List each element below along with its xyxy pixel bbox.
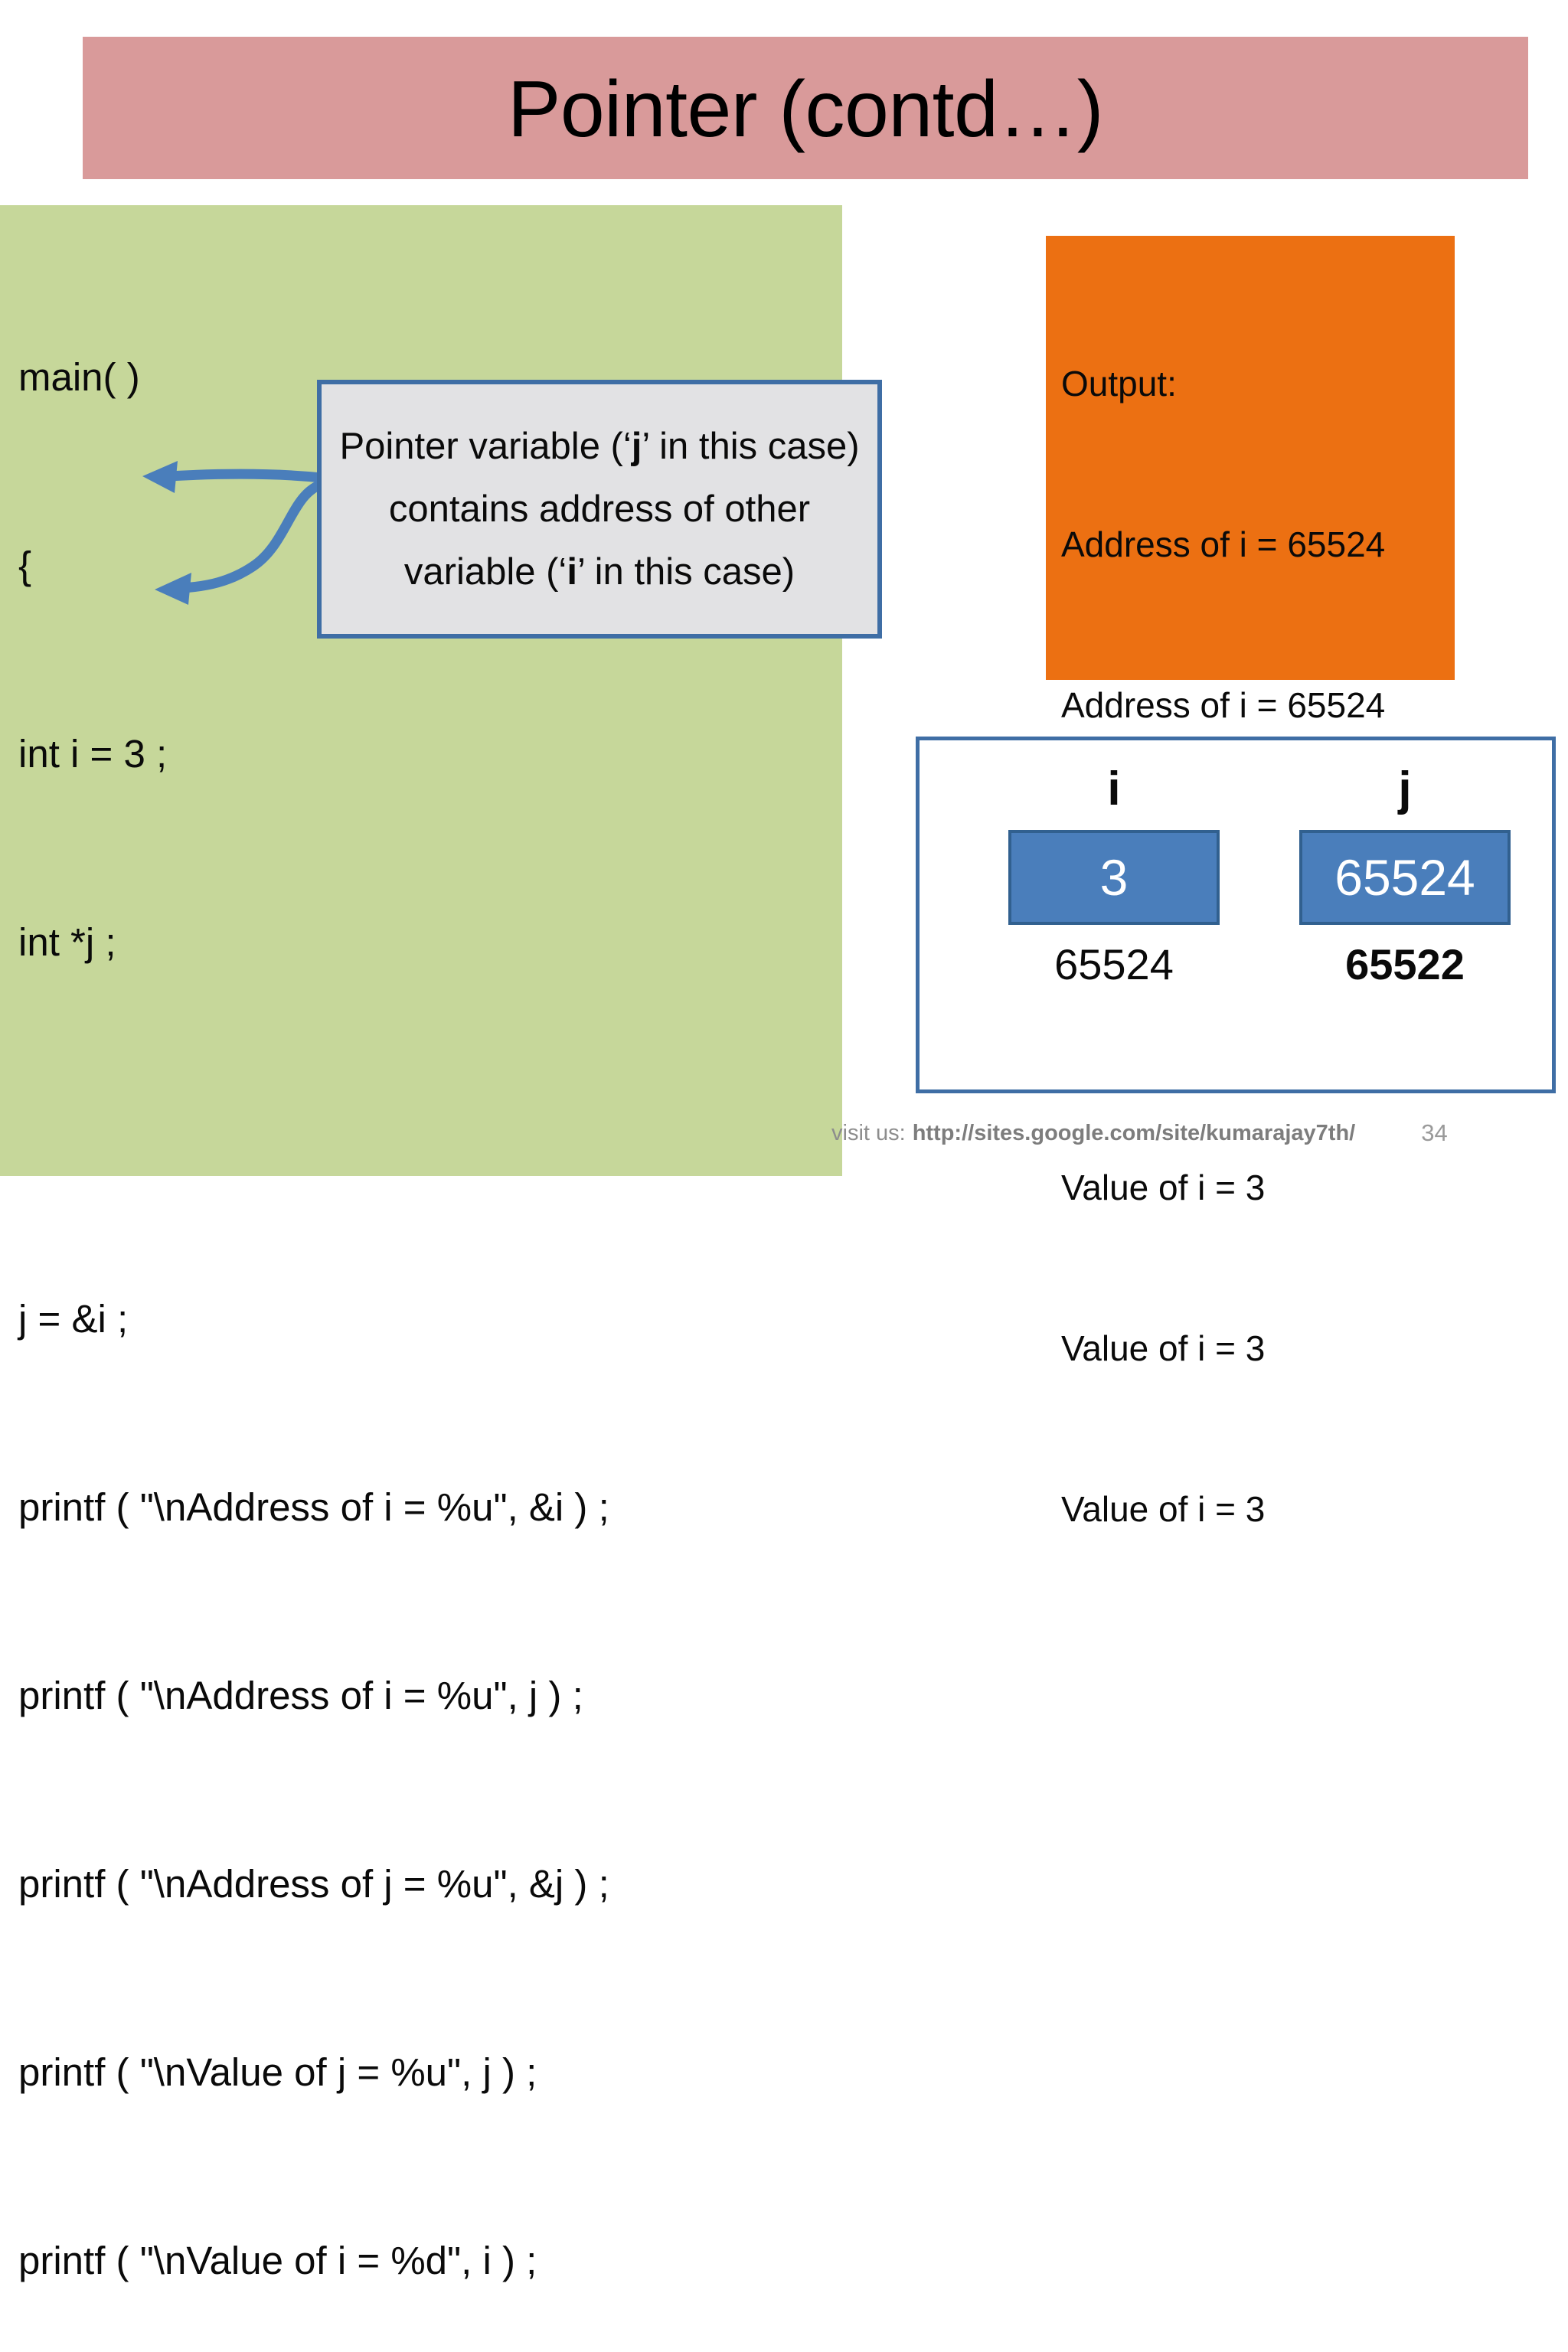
footer-prefix: visit us: [831, 1120, 906, 1145]
slide-page-number: 34 [1421, 1119, 1448, 1146]
code-line: int *j ; [18, 920, 116, 964]
memory-cell-value-i: 3 [1008, 830, 1220, 925]
memory-cell-value-j: 65524 [1299, 830, 1511, 925]
memory-address-i: 65524 [1054, 940, 1174, 988]
callout-text: Pointer variable (‘j’ in this case) cont… [322, 415, 877, 603]
code-panel [0, 205, 842, 1176]
callout-text-part2: ’ in this case) contains address of othe… [388, 426, 860, 593]
output-line: Value of i = 3 [1061, 1168, 1266, 1207]
output-line: Address of i = 65524 [1061, 685, 1386, 725]
memory-var-name-i: i [1107, 763, 1121, 815]
output-box [1046, 236, 1455, 680]
callout-text-part1: Pointer variable (‘ [339, 426, 632, 467]
callout-bold-j: j [631, 426, 642, 467]
code-line: { [18, 544, 32, 587]
callout-text-part3: ’ in this case) [577, 551, 795, 593]
memory-var-name-j: j [1398, 763, 1412, 815]
output-line: Value of i = 3 [1061, 1489, 1266, 1529]
callout-bold-i: i [567, 551, 577, 593]
code-line: main( ) [18, 355, 140, 399]
page-title: Pointer (contd…) [507, 64, 1104, 154]
code-line: printf ( "\nAddress of i = %u", j ) ; [18, 1674, 583, 1717]
title-banner [83, 37, 1528, 179]
output-line: Output: [1061, 364, 1177, 403]
output-line: Address of i = 65524 [1061, 524, 1386, 564]
code-line: printf ( "\nValue of i = %d", i ) ; [18, 2239, 537, 2282]
memory-cell-group-j: j 65524 65522 [1294, 766, 1516, 986]
output-line: Value of i = 3 [1061, 1328, 1266, 1368]
footer-url-link[interactable]: http://sites.google.com/site/kumarajay7t… [912, 1120, 1356, 1145]
footer: visit us: http://sites.google.com/site/k… [831, 1110, 1521, 1156]
code-line: printf ( "\nAddress of i = %u", &i ) ; [18, 1485, 609, 1529]
memory-address-j: 65522 [1345, 940, 1465, 988]
code-line: j = &i ; [18, 1297, 129, 1341]
memory-cell-group-i: i 3 65524 [1003, 766, 1225, 986]
callout-box: Pointer variable (‘j’ in this case) cont… [317, 380, 882, 639]
code-line: int i = 3 ; [18, 732, 168, 776]
code-line: printf ( "\nValue of j = %u", j ) ; [18, 2050, 537, 2094]
code-line: printf ( "\nAddress of j = %u", &j ) ; [18, 1862, 609, 1906]
